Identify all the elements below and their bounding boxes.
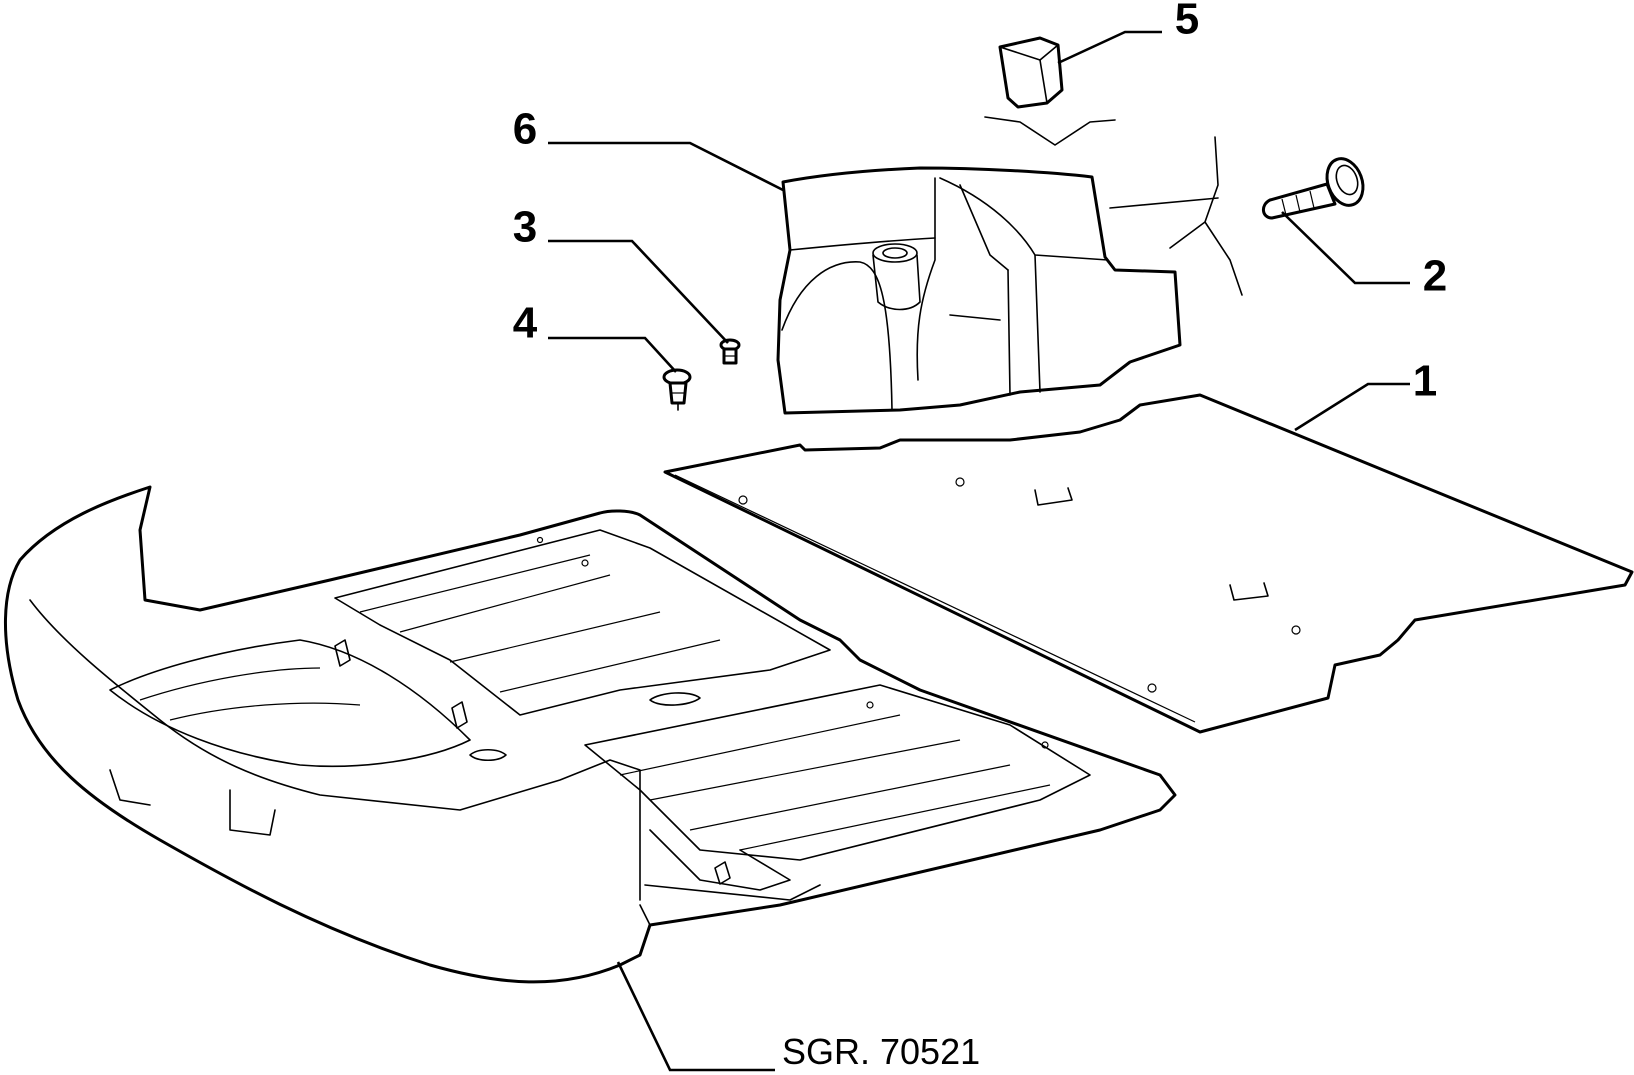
drawing-reference: SGR. 70521 [782, 1031, 980, 1072]
leader-ref [616, 961, 775, 1072]
callout-4: 4 [513, 299, 538, 348]
part-4-clip [662, 368, 692, 411]
callout-labels: 1 2 3 4 5 6 [513, 0, 1447, 406]
leader-5 [1057, 30, 1162, 65]
leader-1 [1294, 382, 1410, 432]
leader-lines [548, 30, 1410, 1072]
leader-2 [1281, 211, 1410, 285]
part-2-bolt [1109, 136, 1365, 296]
leader-4 [548, 336, 677, 373]
callout-6: 6 [513, 105, 537, 154]
callout-5: 5 [1175, 0, 1199, 44]
leader-6 [548, 141, 784, 192]
part-5-cap [984, 36, 1116, 146]
part-3-screw [719, 338, 741, 365]
callout-1: 1 [1413, 357, 1437, 406]
floor-tray [3, 485, 1177, 984]
callout-3: 3 [513, 203, 537, 252]
callout-2: 2 [1423, 252, 1447, 301]
leader-3 [548, 239, 729, 344]
part-6-cover [776, 166, 1182, 415]
part-1-floor-panel [663, 393, 1634, 734]
